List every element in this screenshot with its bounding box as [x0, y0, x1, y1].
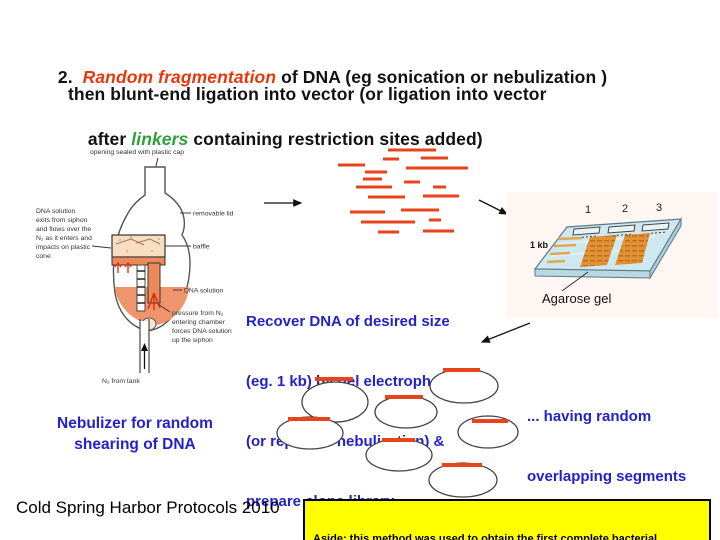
well-3: [641, 222, 670, 232]
red-arrow-left-2: [124, 261, 132, 273]
size-marker-ladder: [546, 236, 583, 264]
arrow-to-clones: [480, 322, 531, 343]
clone-library-plasmids: [276, 368, 519, 498]
dna-smear-lane2: [580, 235, 617, 267]
red-spray: [147, 292, 161, 310]
plasmid-circle: [374, 395, 438, 429]
siphon-ticks: [137, 270, 145, 304]
solution-label: DNA solution: [184, 288, 224, 295]
lane-number-1: 1: [585, 204, 591, 216]
svg-text:exits from siphon: exits from siphon: [36, 217, 88, 224]
svg-text:N₂ as it enters and: N₂ as it enters and: [36, 235, 92, 242]
gel-caption: Agarose gel: [542, 291, 611, 306]
nebulizer-diagram: opening sealed with plastic cap DNA sol: [36, 149, 234, 385]
svg-text:pressure from N₂: pressure from N₂: [172, 310, 224, 317]
overlap-text: ... having random overlapping segments o…: [527, 408, 687, 540]
title-line-1: 2. Random fragmentation of DNA (eg sonic…: [38, 46, 607, 109]
svg-text:entering chamber: entering chamber: [172, 319, 226, 326]
n2-arrow-head: [141, 343, 148, 351]
title-red-phrase: Random fragmentation: [82, 67, 277, 87]
arrow-to-fragments: [264, 199, 303, 207]
arrow-to-gel: [478, 199, 509, 215]
baffle-dot: [158, 238, 160, 240]
plasmid-circle: [428, 462, 498, 498]
title-rest: of DNA (eg sonication or nebulization ): [276, 67, 608, 87]
gel-wells: [572, 222, 670, 239]
aside-box: Aside: this method was used to obtain th…: [303, 499, 711, 540]
svg-text:DNA solution: DNA solution: [36, 208, 76, 215]
lane-number-2: 2: [622, 203, 628, 215]
baffle-dot: [119, 239, 121, 241]
plasmid-circle: [301, 381, 369, 423]
red-arrow-left: [114, 261, 122, 273]
title-green-phrase: linkers: [131, 129, 189, 149]
plasmid-circle: [365, 438, 433, 472]
baffle-dot: [126, 250, 128, 252]
dna-fragments: [338, 148, 468, 234]
nebulizer-left-label: DNA solution exits from siphon and flows…: [36, 208, 112, 260]
gel-caption-pointer: [561, 271, 589, 292]
svg-text:forces DNA solution: forces DNA solution: [172, 328, 232, 335]
gel-right-face: [649, 217, 682, 280]
svg-text:cone: cone: [36, 253, 51, 260]
gel-front-face: [534, 268, 651, 279]
plasmid-circle: [457, 415, 519, 449]
nebulizer-cap-label: opening sealed with plastic cap: [90, 149, 184, 156]
dna-smear-lane3: [615, 233, 650, 265]
svg-text:up the siphon: up the siphon: [172, 337, 213, 344]
dna-solution-pool: [115, 287, 189, 326]
baffle-detail: [115, 235, 161, 246]
lid-label: removable lid: [193, 211, 234, 218]
well-2: [607, 224, 636, 234]
svg-text:and flows over the: and flows over the: [36, 226, 91, 233]
marker-size-label: 1 kb: [530, 240, 549, 250]
pressure-pointer: [157, 303, 171, 313]
plasmid-circle: [429, 368, 499, 404]
title-line-2: then blunt-end ligation into vector (or …: [68, 84, 547, 104]
left-label-pointer: [91, 245, 112, 249]
pressure-label: pressure from N₂ entering chamber forces…: [157, 303, 232, 344]
title-line-3: after linkers containing restriction sit…: [87, 129, 483, 149]
aside-line-1: Aside: this method was used to obtain th…: [313, 533, 658, 540]
title-number: 2.: [57, 67, 73, 87]
baffle-dot: [151, 250, 153, 252]
baffle-block: [111, 234, 166, 258]
plasmid-circle: [276, 416, 344, 450]
well-1: [572, 226, 601, 236]
lane-number-3: 3: [656, 202, 662, 214]
agarose-gel-figure: 1 2 3 1 kb Agarose gel: [506, 192, 718, 318]
baffle-label: baffle: [193, 244, 210, 251]
siphon-tube: [136, 264, 146, 312]
tank-label: N₂ from tank: [102, 378, 140, 385]
citation-text: Cold Spring Harbor Protocols 2010: [16, 498, 280, 517]
nebulizer-caption: Nebulizer for random shearing of DNA: [57, 415, 213, 453]
svg-text:impacts on plastic: impacts on plastic: [36, 244, 91, 251]
